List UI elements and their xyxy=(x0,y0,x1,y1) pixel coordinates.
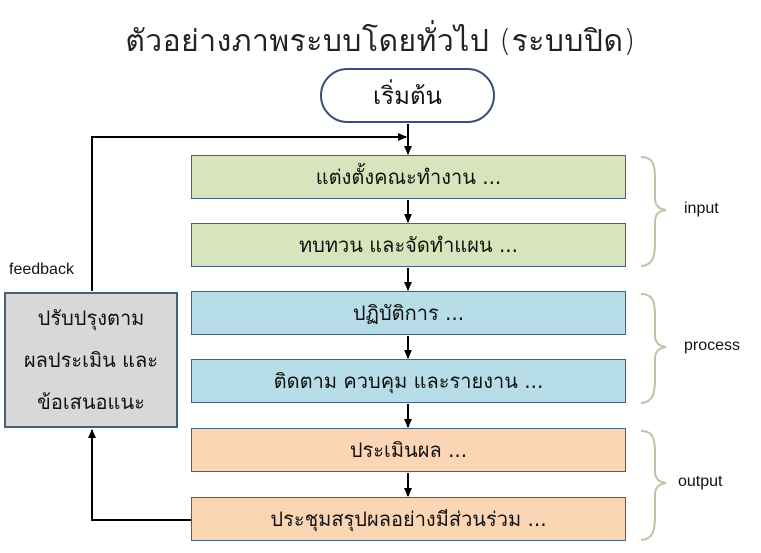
step-review-plan: ทบทวน และจัดทำแผน ... xyxy=(191,223,626,267)
output-label: output xyxy=(678,473,723,490)
step-evaluate: ประเมินผล ... xyxy=(191,428,626,472)
brace-process xyxy=(640,293,667,404)
feedback-arrow-in xyxy=(88,429,191,521)
feedback-label: feedback xyxy=(9,261,74,278)
feedback-box-line-3: ข้อเสนอแนะ xyxy=(37,390,145,414)
feedback-box-line-2: ผลประเมิน และ xyxy=(23,348,159,372)
step-monitor-report: ติดตาม ควบคุม และรายงาน ... xyxy=(191,359,626,403)
start-node: เริ่มต้น xyxy=(320,68,495,123)
process-label: process xyxy=(684,337,741,354)
feedback-box: ปรับปรุงตาม ผลประเมิน และ ข้อเสนอแนะ xyxy=(4,292,178,428)
input-label: input xyxy=(684,200,719,217)
step-summary-meeting: ประชุมสรุปผลอย่างมีส่วนร่วม ... xyxy=(191,497,626,541)
diagram-title: ตัวอย่างภาพระบบโดยทั่วไป (ระบบปิด) xyxy=(125,24,636,59)
brace-input xyxy=(640,156,667,267)
brace-output xyxy=(640,430,667,541)
feedback-box-line-1: ปรับปรุงตาม xyxy=(37,306,145,330)
step-appoint-team: แต่งตั้งคณะทำงาน ... xyxy=(191,155,626,199)
feedback-arrow-out xyxy=(91,133,407,291)
step-operate: ปฏิบัติการ ... xyxy=(191,291,626,335)
